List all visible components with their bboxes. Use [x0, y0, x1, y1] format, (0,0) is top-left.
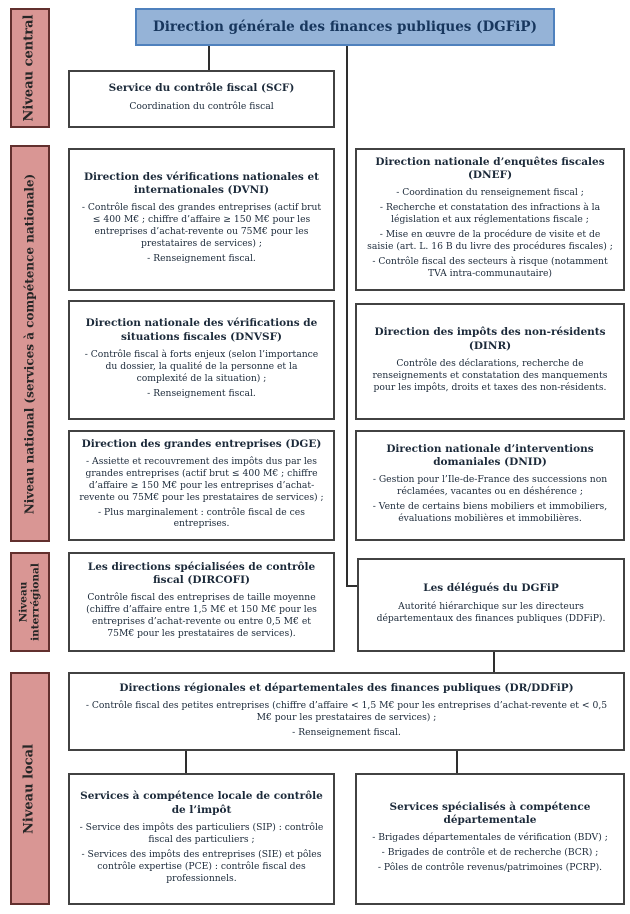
org-box-dnvsf-body: - Contrôle fiscal à forts enjeux (selon …	[79, 346, 324, 403]
org-box-services-departementaux: Services spécialisés à compétence départ…	[355, 773, 625, 905]
rail-label-local: Niveau local	[21, 743, 37, 834]
org-box-dnid-title: Direction nationale d’interventions doma…	[386, 442, 594, 469]
box-item: - Renseignement fiscal.	[147, 253, 256, 265]
org-box-services-departementaux-body: - Brigades départementales de vérificati…	[366, 829, 614, 877]
box-item: - Contrôle fiscal des grandes entreprise…	[81, 202, 322, 250]
org-box-delegues: Les délégués du DGFiP Autorité hiérarchi…	[357, 558, 625, 652]
org-box-dnef: Direction nationale d’enquêtes fiscales …	[355, 148, 625, 291]
org-box-dvni-body: - Contrôle fiscal des grandes entreprise…	[79, 199, 324, 268]
rail-label-interregional: Niveau interrégional	[17, 563, 41, 641]
org-box-delegues-title: Les délégués du DGFiP	[423, 582, 559, 595]
rail-niveau-interregional: Niveau interrégional	[10, 552, 50, 652]
connector-dgfip-scf	[208, 46, 210, 70]
connector-spine	[346, 46, 348, 587]
org-box-services-locaux: Services à compétence locale de contrôle…	[68, 773, 335, 905]
box-item: - Pôles de contrôle revenus/patrimoines …	[377, 862, 603, 874]
box-item: - Mise en œuvre de la procédure de visit…	[367, 229, 613, 253]
box-item: - Services des impôts des entreprises (S…	[81, 848, 322, 884]
org-box-drddfip-title: Directions régionales et départementales…	[119, 681, 574, 694]
box-item: - Coordination du renseignement fiscal ;	[396, 187, 584, 199]
org-box-dnvsf-title: Direction nationale des vérifications de…	[85, 317, 318, 343]
box-item: - Recherche et constatation des infracti…	[379, 202, 601, 226]
org-box-dnid: Direction nationale d’interventions doma…	[355, 430, 625, 541]
org-box-dinr-body: Contrôle des déclarations, recherche de …	[366, 355, 614, 397]
org-box-dge: Direction des grandes entreprises (DGE) …	[68, 430, 335, 541]
org-box-scf-body: Coordination du contrôle fiscal	[79, 98, 324, 116]
box-item: Contrôle fiscal des entreprises de taill…	[86, 592, 317, 640]
rail-label-central: Niveau central	[21, 14, 37, 122]
box-item: Contrôle des déclarations, recherche de …	[372, 357, 608, 393]
rail-label-national: Niveau national (services à compétence n…	[22, 173, 37, 514]
org-box-dinr: Direction des impôts des non-résidents (…	[355, 303, 625, 420]
dgfip-header-title: Direction générale des finances publique…	[153, 19, 537, 35]
org-box-dircofi-title: Les directions spécialisées de contrôle …	[87, 560, 316, 587]
org-box-dge-title: Direction des grandes entreprises (DGE)	[81, 437, 322, 450]
connector-delegues-drddfip	[493, 650, 495, 672]
rail-niveau-central: Niveau central	[10, 8, 50, 128]
org-box-dinr-title: Direction des impôts des non-résidents (…	[374, 326, 606, 352]
org-box-services-locaux-body: - Service des impôts des particuliers (S…	[79, 819, 324, 888]
org-box-dvni: Direction des vérifications nationales e…	[68, 148, 335, 291]
rail-niveau-national: Niveau national (services à compétence n…	[10, 145, 50, 542]
connector-drddfip-departementaux	[456, 749, 458, 773]
org-box-dge-body: - Assiette et recouvrement des impôts du…	[79, 453, 324, 534]
box-item: Autorité hiérarchique sur les directeurs…	[376, 600, 606, 624]
box-item: - Renseignement fiscal.	[147, 387, 256, 399]
org-box-dircofi: Les directions spécialisées de contrôle …	[68, 552, 335, 652]
org-box-drddfip-body: - Contrôle fiscal des petites entreprise…	[79, 697, 614, 742]
org-box-dnvsf: Direction nationale des vérifications de…	[68, 300, 335, 420]
box-item: - Brigades de contrôle et de recherche (…	[381, 847, 599, 859]
box-item: - Renseignement fiscal.	[292, 726, 401, 738]
box-item: Coordination du contrôle fiscal	[129, 100, 274, 112]
box-item: - Plus marginalement : contrôle fiscal d…	[98, 506, 305, 530]
org-box-delegues-body: Autorité hiérarchique sur les directeurs…	[368, 598, 614, 628]
box-item: - Vente de certains biens mobiliers et i…	[372, 501, 608, 525]
org-box-drddfip: Directions régionales et départementales…	[68, 672, 625, 751]
org-box-dircofi-body: Contrôle fiscal des entreprises de taill…	[79, 589, 324, 643]
org-box-services-locaux-title: Services à compétence locale de contrôle…	[80, 790, 323, 816]
org-box-services-departementaux-title: Services spécialisés à compétence départ…	[389, 800, 591, 827]
rail-niveau-local: Niveau local	[10, 672, 50, 905]
box-item: - Contrôle fiscal des petites entreprise…	[85, 699, 608, 723]
box-item: - Service des impôts des particuliers (S…	[79, 821, 324, 845]
box-item: - Contrôle fiscal à forts enjeux (selon …	[84, 348, 319, 384]
box-item: - Assiette et recouvrement des impôts du…	[79, 455, 324, 503]
org-box-dvni-title: Direction des vérifications nationales e…	[83, 170, 320, 197]
org-box-scf: Service du contrôle fiscal (SCF) Coordin…	[68, 70, 335, 128]
org-box-dnef-title: Direction nationale d’enquêtes fiscales …	[375, 156, 605, 182]
connector-drddfip-locaux	[185, 749, 187, 773]
box-item: - Contrôle fiscal des secteurs à risque …	[372, 256, 608, 279]
box-item: - Gestion pour l’Ile-de-France des succe…	[372, 474, 608, 498]
box-item: - Brigades départementales de vérificati…	[372, 832, 608, 844]
dgfip-header-box: Direction générale des finances publique…	[135, 8, 555, 46]
connector-spine-delegues	[346, 585, 358, 587]
org-box-dnid-body: - Gestion pour l’Ile-de-France des succe…	[366, 471, 614, 528]
org-box-scf-title: Service du contrôle fiscal (SCF)	[108, 82, 295, 95]
org-box-dnef-body: - Coordination du renseignement fiscal ;…	[366, 184, 614, 283]
